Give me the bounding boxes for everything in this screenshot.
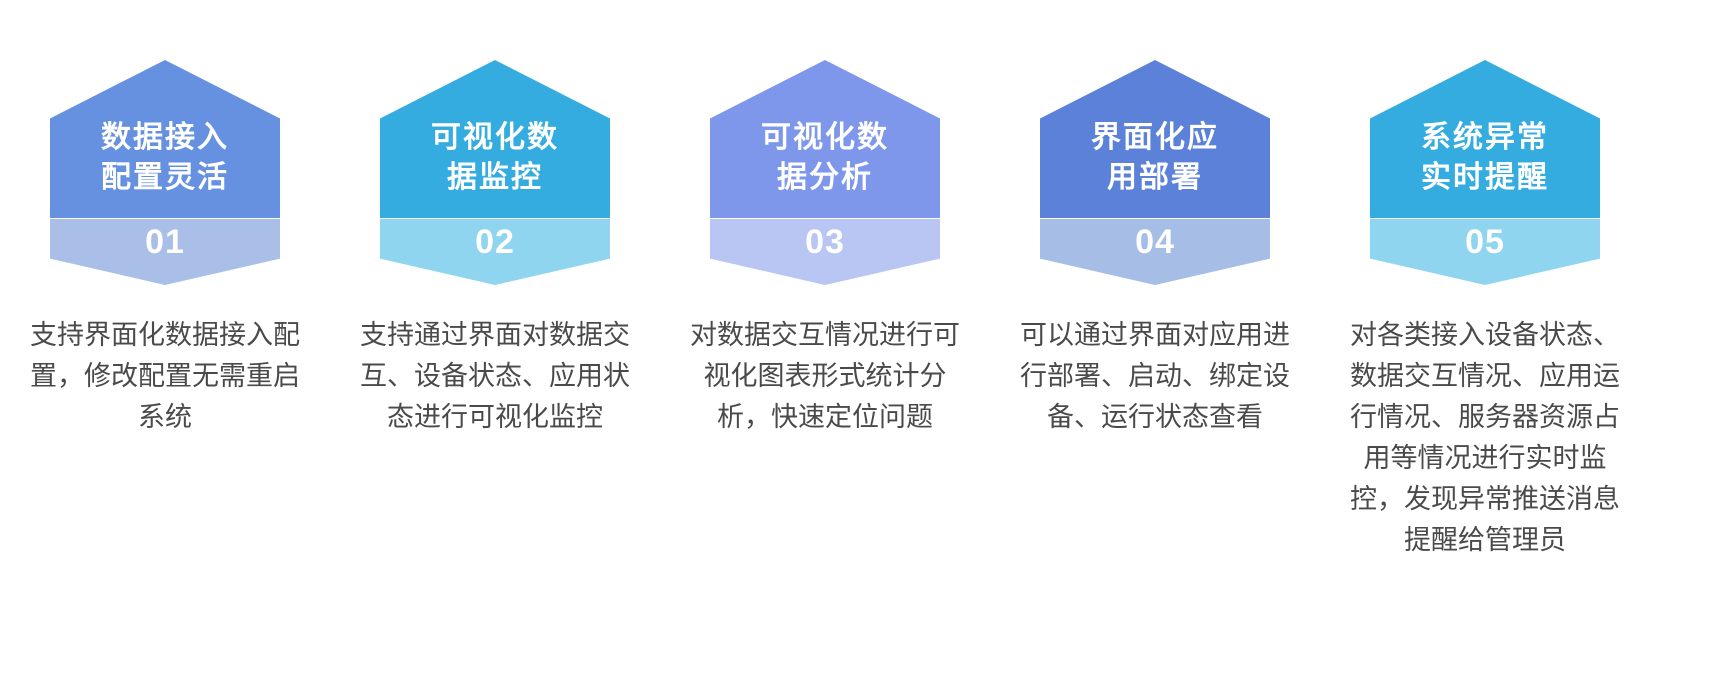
feature-description-02: 支持通过界面对数据交互、设备状态、应用状态进行可视化监控 [360,320,630,433]
badge-bottom-shape-01: 01 [50,219,280,285]
feature-description-04: 可以通过界面对应用进行部署、启动、绑定设备、运行状态查看 [1020,320,1290,433]
badge-title-04: 界面化应 用部署 [1091,121,1219,194]
badge-top-shape-01: 数据接入 配置灵活 [50,60,280,218]
badge-top-shape-04: 界面化应 用部署 [1040,60,1270,218]
feature-description-03: 对数据交互情况进行可视化图表形式统计分析，快速定位问题 [690,320,960,433]
badge-number-03: 03 [805,223,845,261]
feature-card-02[interactable]: 可视化数 据监控 02 支持通过界面对数据交互、设备状态、应用状态进行可视化监控 [330,60,660,438]
feature-card-05[interactable]: 系统异常 实时提醒 05 对各类接入设备状态、数据交互情况、应用运行情况、服务器… [1320,60,1650,561]
badge-title-01: 数据接入 配置灵活 [101,121,229,194]
badge-top-shape-05: 系统异常 实时提醒 [1370,60,1600,218]
badge-top-shape-02: 可视化数 据监控 [380,60,610,218]
feature-description-01: 支持界面化数据接入配置，修改配置无需重启系统 [30,320,300,433]
hexagon-badge-04: 界面化应 用部署 04 [1040,60,1270,285]
badge-bottom-shape-03: 03 [710,219,940,285]
badge-bottom-shape-04: 04 [1040,219,1270,285]
hexagon-badge-03: 可视化数 据分析 03 [710,60,940,285]
feature-card-01[interactable]: 数据接入 配置灵活 01 支持界面化数据接入配置，修改配置无需重启系统 [0,60,330,438]
badge-number-01: 01 [145,223,185,261]
feature-description-05: 对各类接入设备状态、数据交互情况、应用运行情况、服务器资源占用等情况进行实时监控… [1350,320,1620,556]
feature-card-03[interactable]: 可视化数 据分析 03 对数据交互情况进行可视化图表形式统计分析，快速定位问题 [660,60,990,438]
badge-number-02: 02 [475,223,515,261]
feature-card-04[interactable]: 界面化应 用部署 04 可以通过界面对应用进行部署、启动、绑定设备、运行状态查看 [990,60,1320,438]
badge-title-05: 系统异常 实时提醒 [1421,121,1549,194]
badge-bottom-shape-05: 05 [1370,219,1600,285]
badge-bottom-shape-02: 02 [380,219,610,285]
hexagon-badge-02: 可视化数 据监控 02 [380,60,610,285]
badge-number-04: 04 [1135,223,1175,261]
badge-number-05: 05 [1465,223,1505,261]
hexagon-badge-05: 系统异常 实时提醒 05 [1370,60,1600,285]
badge-top-shape-03: 可视化数 据分析 [710,60,940,218]
hexagon-badge-01: 数据接入 配置灵活 01 [50,60,280,285]
badge-title-03: 可视化数 据分析 [761,121,889,194]
badge-title-02: 可视化数 据监控 [431,121,559,194]
